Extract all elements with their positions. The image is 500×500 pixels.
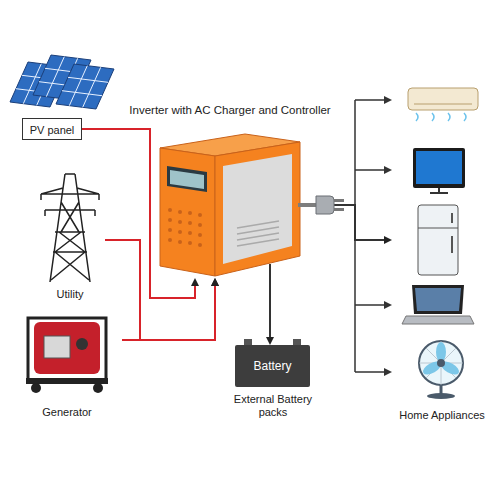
- node-label: Home Appliances: [399, 409, 485, 422]
- power-plug: [334, 208, 344, 211]
- generator-picture: [31, 383, 41, 393]
- laptop-icon: [402, 285, 474, 324]
- utility-pylon: [41, 174, 99, 282]
- generator-picture: [26, 318, 108, 393]
- laptop-icon: [412, 285, 464, 314]
- utility-pylon: [41, 174, 99, 282]
- inverter-picture: [188, 211, 192, 215]
- tv-icon: [430, 188, 448, 193]
- inverter-picture: [178, 230, 182, 234]
- inverter-picture: [198, 223, 202, 227]
- inverter-picture: [168, 228, 172, 232]
- generator-picture: [93, 383, 103, 393]
- inverter-picture: [168, 218, 172, 222]
- connector: [266, 264, 274, 345]
- inverter-picture: [198, 243, 202, 247]
- power-plug: [298, 203, 318, 207]
- inverter-picture: [237, 221, 279, 246]
- distribution-bus: [384, 301, 392, 309]
- generator-picture: [26, 378, 108, 384]
- pv-panel-label-box: PV panel: [22, 118, 82, 140]
- inverter-picture: [160, 134, 300, 276]
- arrowhead: [384, 236, 392, 244]
- fan-icon: [427, 393, 455, 399]
- air-conditioner-icon: [408, 88, 478, 110]
- solar-panel: [56, 64, 114, 109]
- inverter-picture: [178, 220, 182, 224]
- generator-picture: [76, 338, 88, 350]
- distribution-bus: [384, 166, 392, 174]
- distribution-bus: [384, 96, 392, 104]
- power-plug: [334, 199, 344, 202]
- power-plug: [298, 196, 344, 214]
- distribution-bus: [384, 96, 392, 376]
- node-label: Generator: [42, 406, 92, 419]
- arrowhead: [211, 278, 219, 286]
- laptop-icon: [402, 316, 474, 324]
- fan-icon: [437, 359, 445, 367]
- inverter-picture: [170, 170, 204, 189]
- connector: [122, 278, 219, 340]
- connector-line: [269, 264, 271, 339]
- distribution-bus: [355, 100, 386, 372]
- solar-panel: [56, 64, 114, 109]
- inverter-picture: [198, 233, 202, 237]
- inverter-picture: [188, 221, 192, 225]
- generator-node: Generator: [12, 308, 122, 420]
- fridge-icon: [418, 228, 458, 229]
- laptop-icon: [415, 288, 461, 311]
- fridge-icon: [418, 205, 458, 275]
- power-plug: [316, 196, 334, 214]
- arrowhead: [191, 278, 199, 286]
- distribution-bus: [384, 368, 392, 376]
- generator-picture: [28, 318, 106, 380]
- tv-icon: [416, 151, 462, 184]
- fan-icon: [440, 385, 443, 394]
- inverter-box: Inverter with AC Charger and Controller: [155, 128, 305, 278]
- inverter-picture: [168, 208, 202, 247]
- inverter-picture: [160, 148, 215, 276]
- air-conditioner-icon: [416, 113, 466, 121]
- inverter-picture: [215, 142, 300, 276]
- arrowhead: [266, 337, 274, 345]
- air-conditioner-icon: [408, 88, 478, 121]
- tv-icon: [413, 148, 465, 193]
- solar-panel: [62, 66, 108, 108]
- generator-picture: [34, 322, 100, 374]
- inverter-picture: [178, 210, 182, 214]
- arrowhead: [211, 278, 219, 286]
- inverter-picture: [178, 240, 182, 244]
- air-conditioner-icon: [414, 104, 472, 105]
- generator-picture: [44, 336, 70, 358]
- node-caption: External Battery packs: [233, 393, 313, 419]
- connector-line: [122, 284, 215, 340]
- inverter-picture: [168, 238, 172, 242]
- inverter-picture: [167, 166, 207, 192]
- inverter-picture: [188, 241, 192, 245]
- appliances-node: Home Appliances: [392, 78, 492, 423]
- appliance-icons: [402, 88, 478, 399]
- fan-icon: [419, 341, 463, 385]
- fridge-icon: [418, 205, 458, 275]
- distribution-bus: [355, 96, 392, 376]
- node-label: PV panel: [30, 124, 75, 136]
- utility-node: Utility: [35, 172, 105, 302]
- fridge-icon: [451, 213, 453, 253]
- fan-icon: [419, 341, 463, 399]
- fan-icon: [419, 341, 463, 385]
- inverter-picture: [188, 231, 192, 235]
- node-label: Inverter with AC Charger and Controller: [129, 104, 330, 117]
- node-label: Battery: [235, 345, 310, 387]
- solar-panels: [10, 55, 114, 109]
- inverter-picture: [223, 154, 292, 264]
- inverter-picture: [168, 208, 172, 212]
- battery-box: BatteryExternal Battery packs: [235, 345, 310, 387]
- tv-icon: [413, 148, 465, 188]
- node-label: Utility: [57, 288, 84, 301]
- inverter-picture: [198, 213, 202, 217]
